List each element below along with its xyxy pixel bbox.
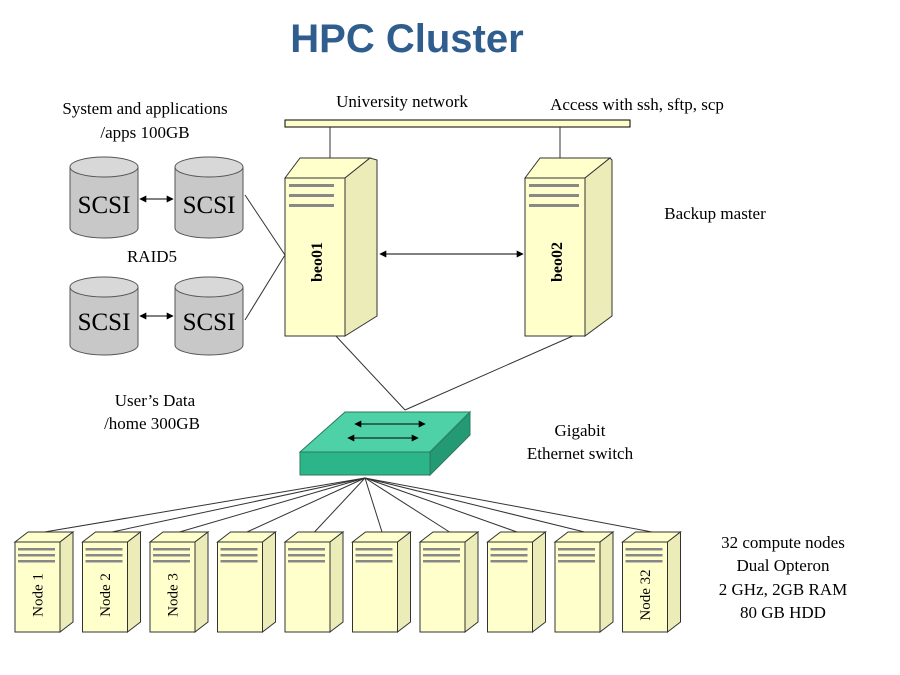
compute-node: Node 1 — [13, 530, 75, 634]
compute-node: Node 3 — [148, 530, 210, 634]
nodes-caption-line2: Dual Opteron — [736, 556, 830, 575]
node-link — [364, 477, 450, 533]
compute-node: Node 32 — [621, 530, 682, 634]
node-link — [364, 477, 585, 533]
server-beo02: beo02 — [524, 157, 613, 337]
nodes-caption-line1: 32 compute nodes — [721, 533, 845, 552]
users-data-label: User’s Data — [115, 391, 196, 410]
compute-node-label: Node 1 — [31, 573, 47, 617]
node-link — [246, 477, 366, 533]
nodes-caption-line4: 80 GB HDD — [740, 603, 826, 622]
node-link — [179, 477, 366, 533]
raid-label: RAID5 — [127, 247, 177, 266]
disk-label: SCSI — [78, 309, 131, 336]
node-link — [364, 477, 653, 533]
compute-node-label: Node 32 — [638, 569, 654, 620]
university-network-bus — [284, 119, 631, 128]
disk-label: SCSI — [183, 192, 236, 219]
node-link — [364, 477, 383, 533]
compute-node — [216, 530, 277, 634]
disk-label: SCSI — [78, 192, 131, 219]
disk-top-right: SCSI — [174, 156, 244, 239]
server-beo01: beo01 — [284, 157, 378, 337]
connection-lines — [244, 127, 576, 411]
backup-master-label: Backup master — [664, 204, 766, 223]
node-link — [314, 477, 366, 533]
switch-label-line2: Ethernet switch — [527, 444, 634, 463]
home-size-label: /home 300GB — [104, 414, 200, 433]
system-apps-label: System and applications — [62, 99, 227, 118]
disk-label: SCSI — [183, 309, 236, 336]
server-label-beo02: beo02 — [549, 242, 566, 282]
compute-node — [351, 530, 412, 634]
compute-node — [418, 530, 480, 634]
access-label: Access with ssh, sftp, scp — [550, 95, 724, 114]
node-link — [364, 477, 518, 533]
disk-top-left: SCSI — [69, 156, 139, 239]
compute-node-label: Node 3 — [166, 573, 182, 617]
compute-node: Node 2 — [81, 530, 142, 634]
university-network-label: University network — [336, 92, 468, 111]
diagram-title: HPC Cluster — [290, 17, 523, 61]
node-link — [44, 477, 366, 533]
switch-label-line1: Gigabit — [555, 421, 606, 440]
node-links — [44, 477, 653, 533]
compute-node — [553, 530, 615, 634]
server-label-beo01: beo01 — [309, 242, 326, 282]
compute-nodes: Node 1 Node 2 Node 3 Node 32 — [13, 530, 682, 634]
compute-node-label: Node 2 — [98, 573, 114, 617]
compute-node — [283, 530, 345, 634]
node-link — [111, 477, 366, 533]
disk-bottom-right: SCSI — [174, 276, 244, 356]
nodes-caption-line3: 2 GHz, 2GB RAM — [719, 580, 847, 599]
gigabit-switch — [298, 410, 472, 477]
disk-bottom-left: SCSI — [69, 276, 139, 356]
compute-node — [486, 530, 547, 634]
apps-size-label: /apps 100GB — [100, 123, 189, 142]
